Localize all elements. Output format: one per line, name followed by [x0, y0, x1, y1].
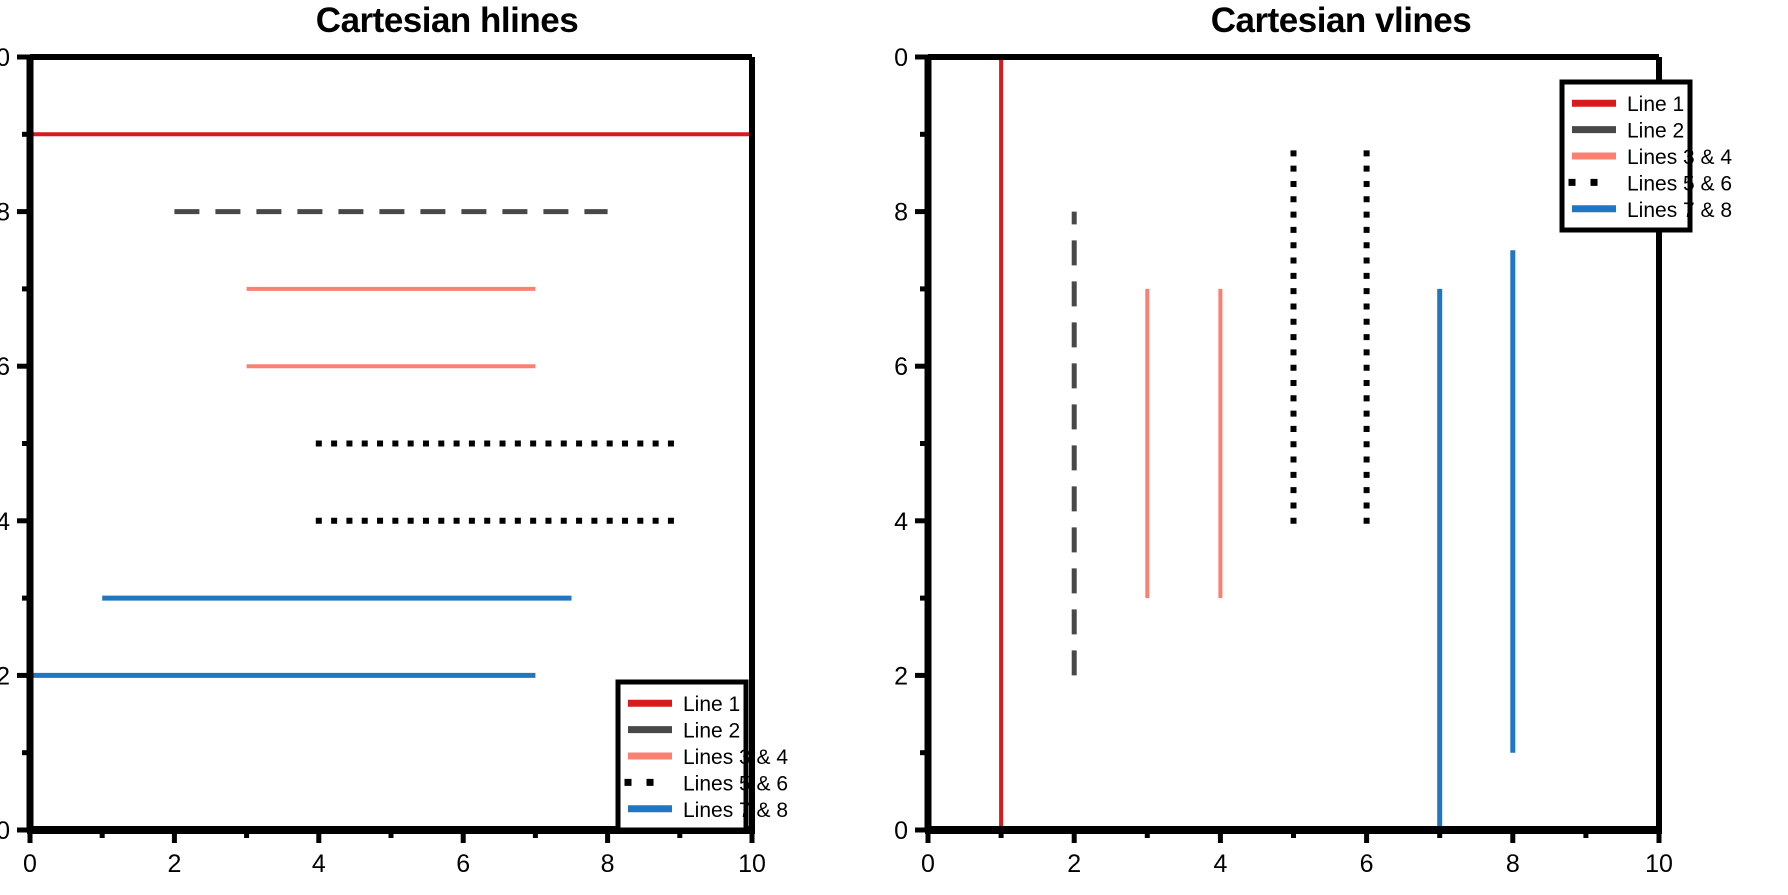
x-tick-label: 0	[921, 850, 935, 878]
x-tick-label: 6	[456, 850, 470, 878]
y-tick-label: 6	[894, 353, 908, 381]
y-tick-label: 8	[894, 199, 908, 227]
data-layer	[30, 132, 752, 678]
legend-item-label[interactable]: Line 2	[1627, 120, 1684, 143]
y-tick-label: 0	[0, 817, 10, 845]
y-tick-label: 0	[894, 817, 908, 845]
legend[interactable]: Line 1 Line 2 Lines 3 & 4 Lines 5 & 6 Lines …	[1559, 79, 1732, 233]
panel-cartesian-hlines: Cartesian hlines 02468100246810Line 1Lin…	[0, 1, 788, 879]
legend-item-label[interactable]: Lines 7 & 8	[1627, 199, 1732, 222]
x-tick-label: 8	[1506, 850, 1520, 878]
x-tick-label: 10	[1645, 850, 1673, 878]
legend-item-label[interactable]: Lines 3 & 4	[1627, 146, 1732, 169]
left-chart-title: Cartesian hlines	[315, 1, 579, 40]
legend-item-label[interactable]: Lines 5 & 6	[1627, 172, 1732, 195]
x-tick-label: 0	[23, 850, 37, 878]
data-layer	[999, 57, 1516, 830]
legend-item-label[interactable]: Lines 7 & 8	[683, 799, 788, 822]
y-tick-label: 4	[0, 508, 10, 536]
legend-item-label[interactable]: Lines 5 & 6	[683, 772, 788, 795]
panel-cartesian-vlines: Cartesian vlines 02468100246810Line 1Lin…	[894, 0, 1788, 895]
y-tick-label: 8	[0, 199, 10, 227]
x-tick-label: 10	[738, 850, 766, 878]
x-tick-label: 4	[1213, 850, 1227, 878]
y-tick-label: 10	[894, 44, 908, 72]
ticks-layer: 0 2 4 6 8 10 0 2 4 6 8 10	[894, 44, 1673, 878]
legend-item-label[interactable]: Line 2	[683, 720, 740, 743]
y-tick-label: 2	[894, 662, 908, 690]
ticks-layer: 0 2 4 6 8 10 0 2 4 6 8 10	[0, 44, 766, 878]
legend-item-label[interactable]: Line 1	[683, 693, 740, 716]
x-tick-label: 8	[601, 850, 615, 878]
y-tick-label: 2	[0, 662, 10, 690]
x-tick-label: 6	[1360, 850, 1374, 878]
x-tick-label: 4	[312, 850, 326, 878]
legend-item-label[interactable]: Line 1	[1627, 93, 1684, 116]
x-tick-label: 2	[167, 850, 181, 878]
x-tick-label: 2	[1067, 850, 1081, 878]
y-tick-label: 10	[0, 44, 10, 72]
y-tick-label: 6	[0, 353, 10, 381]
legend-item-label[interactable]: Lines 3 & 4	[683, 746, 788, 769]
y-tick-label: 4	[894, 508, 908, 536]
right-chart-title: Cartesian vlines	[1210, 1, 1472, 40]
legend[interactable]: Line 1 Line 2 Lines 3 & 4 Lines 5 & 6 Lines …	[615, 679, 788, 833]
